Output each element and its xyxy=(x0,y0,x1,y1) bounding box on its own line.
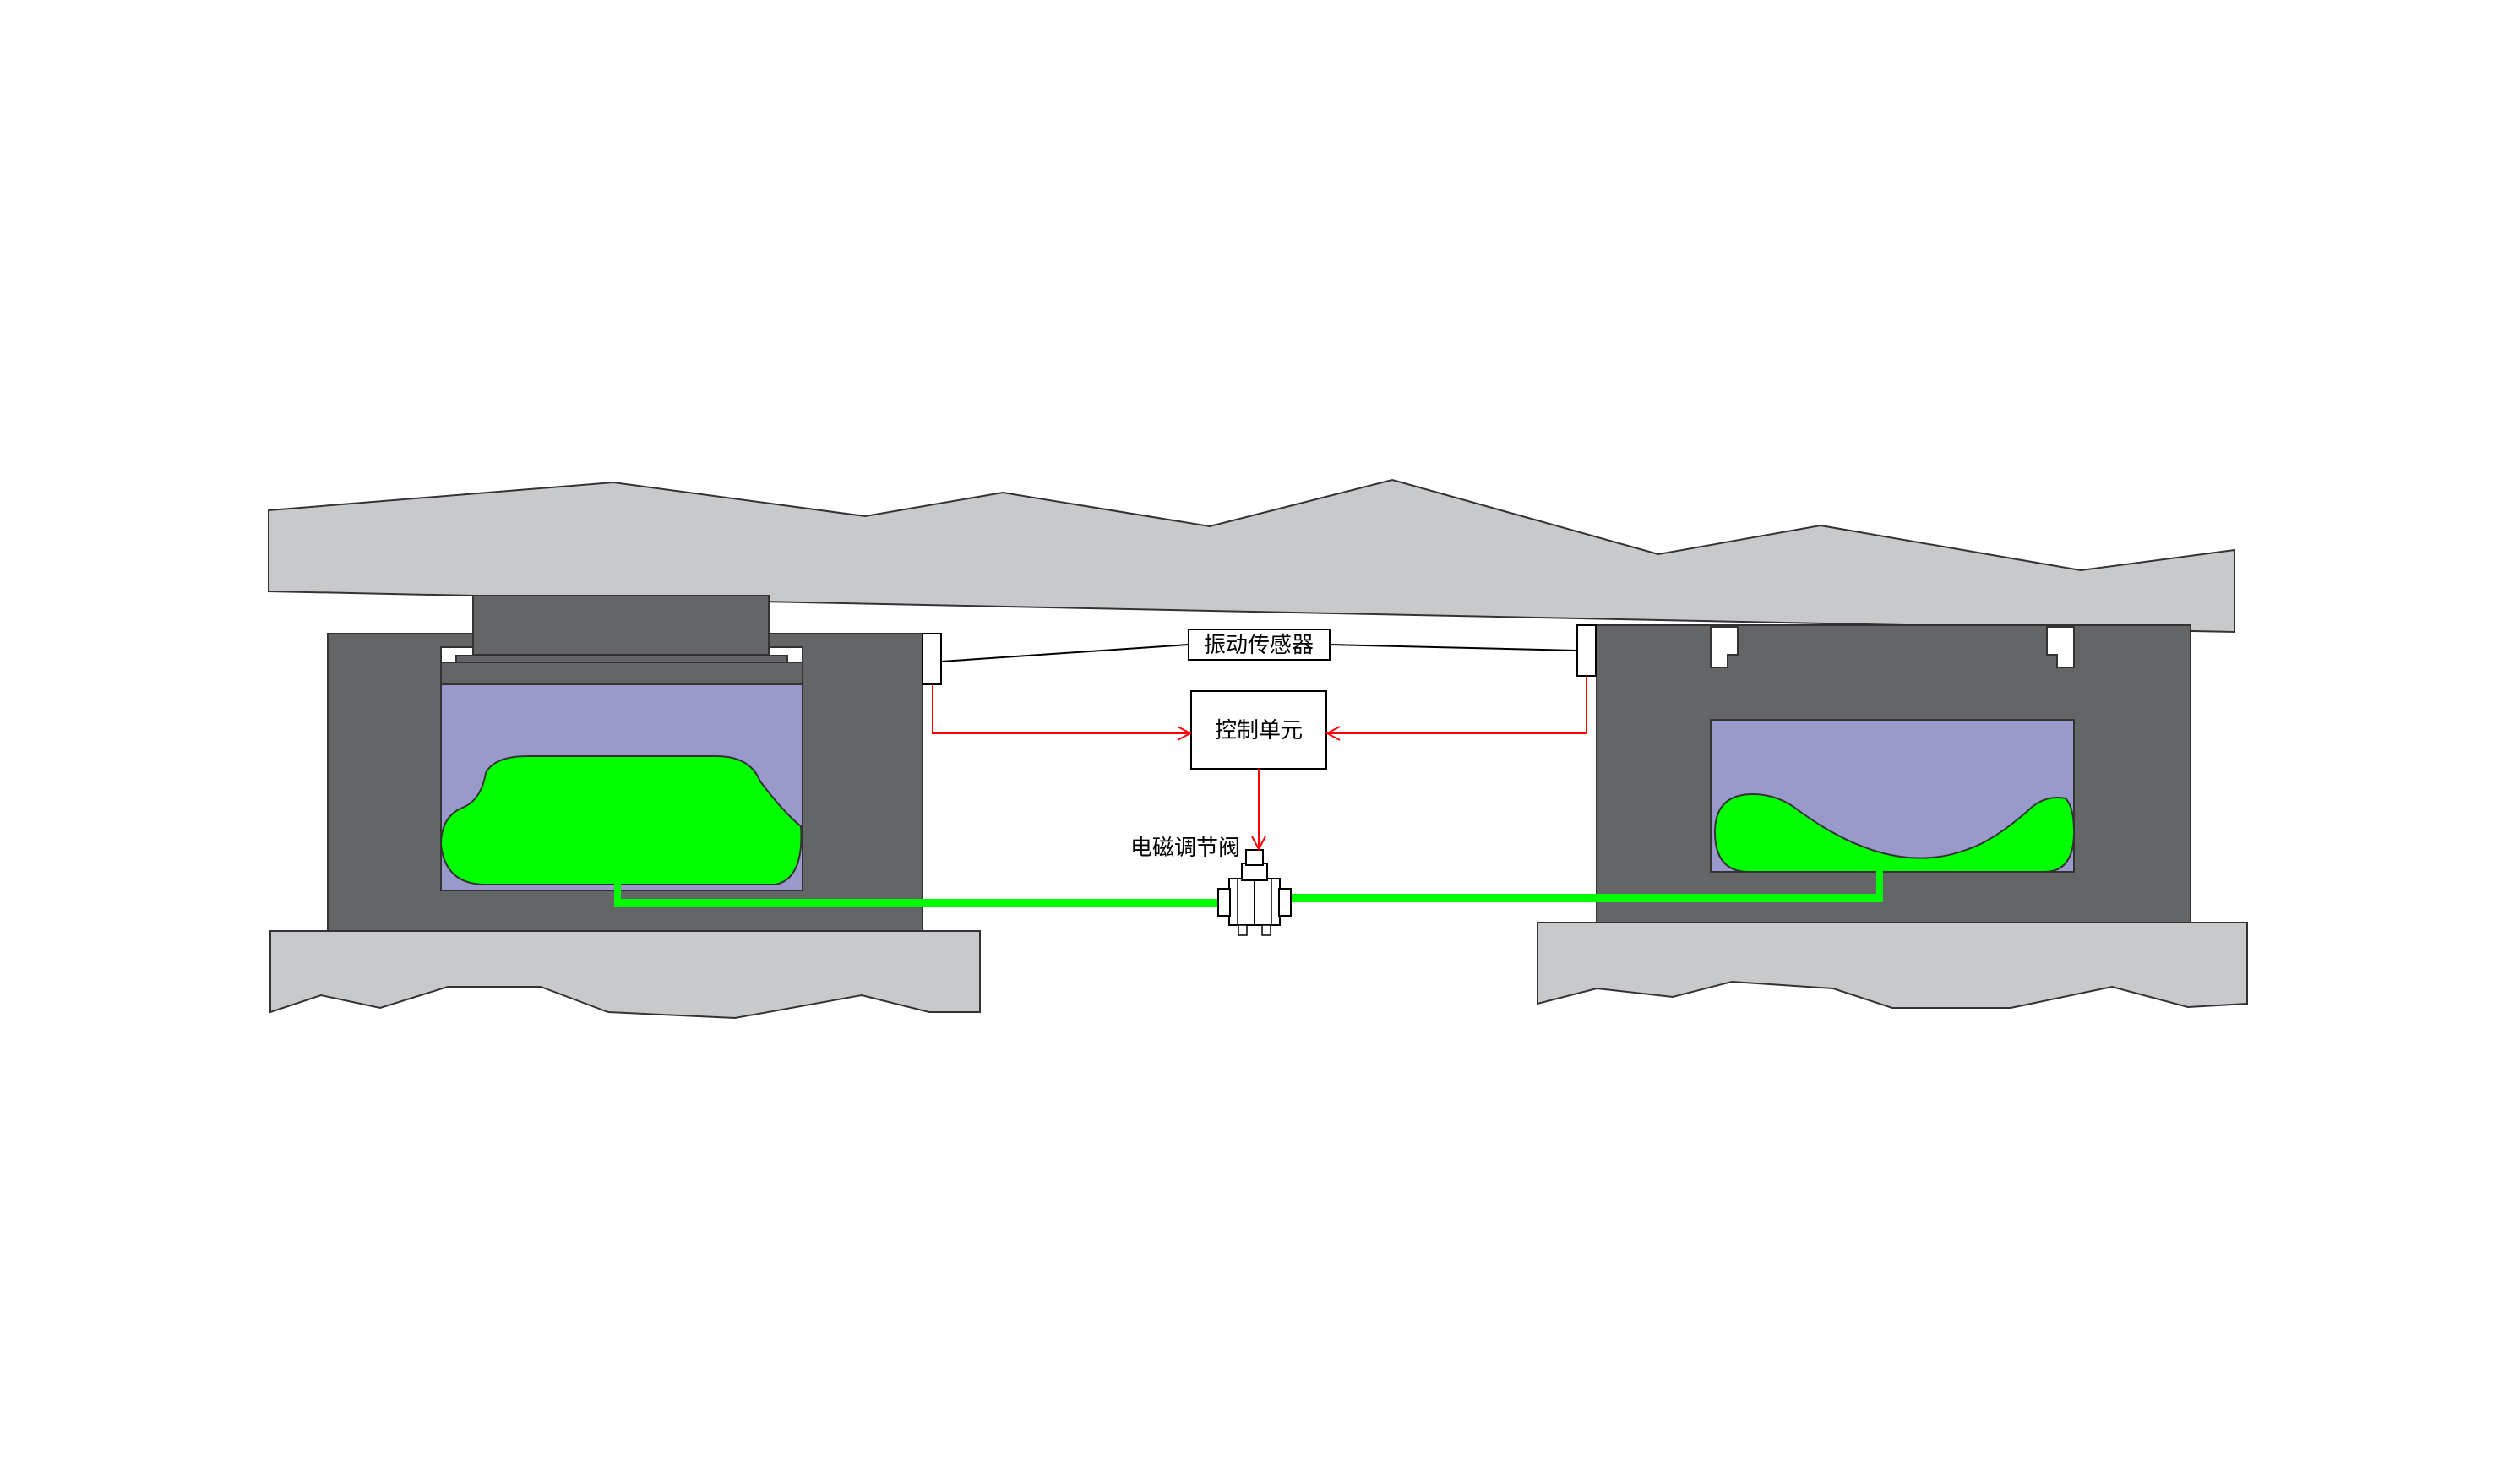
right-airbag xyxy=(1713,792,2076,873)
left-sensor-box-icon xyxy=(922,633,942,685)
right-lip-notch-right xyxy=(2046,626,2075,668)
left-piston-stem xyxy=(472,595,770,656)
right-bearing xyxy=(1537,624,2248,1009)
signal-left-to-control xyxy=(932,684,1189,734)
arrow-left-into-control xyxy=(1177,726,1193,741)
right-foundation xyxy=(1537,922,2248,1009)
solenoid-valve-label: 电磁调节阀 xyxy=(1130,836,1240,861)
left-airbag xyxy=(439,755,803,885)
pipe-left-riser xyxy=(614,879,621,906)
left-foundation xyxy=(269,930,981,1020)
left-lip-notch-right xyxy=(768,646,803,663)
right-lip-notch-left xyxy=(1710,626,1739,668)
signal-right-to-control xyxy=(1328,676,1587,734)
right-sensor-wire xyxy=(1329,644,1578,651)
vibration-sensor-label: 振动传感器 xyxy=(1204,633,1314,658)
pipe-right-riser xyxy=(1876,868,1883,902)
left-piston-head xyxy=(440,662,803,685)
vibration-sensor-box: 振动传感器 xyxy=(1188,629,1331,661)
arrow-right-into-control xyxy=(1325,726,1341,741)
left-bearing xyxy=(269,595,981,1020)
connecting-pipe xyxy=(614,868,1883,907)
arrow-into-valve xyxy=(1251,836,1266,852)
pipe-left-run xyxy=(614,899,1231,907)
control-unit-box: 控制单元 xyxy=(1190,690,1327,770)
control-unit-label: 控制单元 xyxy=(1215,718,1303,743)
solenoid-valve-icon xyxy=(1217,849,1292,936)
signal-wires xyxy=(932,676,1587,848)
pipe-right-run xyxy=(1280,894,1883,902)
top-slab xyxy=(268,478,2235,634)
left-lip-notch-left xyxy=(440,646,474,663)
right-sensor-box-icon xyxy=(1576,624,1597,677)
left-sensor-wire xyxy=(940,644,1189,662)
